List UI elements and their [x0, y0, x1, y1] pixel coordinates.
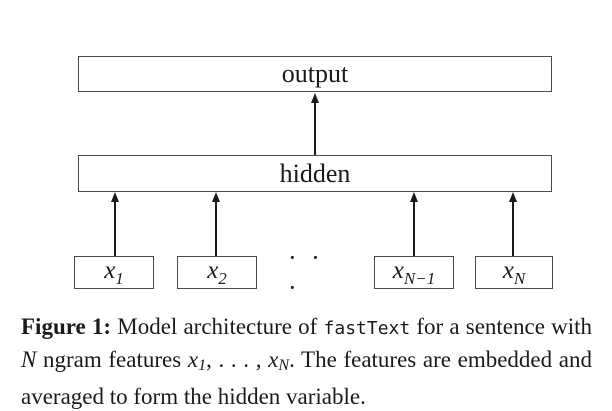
arrow-shaft: [314, 100, 316, 155]
output-layer-box: output: [78, 56, 552, 92]
caption-line-3: averaged to form the hidden variable.: [21, 381, 592, 411]
up-arrowhead-icon: [509, 192, 517, 202]
caption-figure-number: Figure 1:: [21, 314, 112, 339]
output-layer-label: output: [281, 59, 349, 88]
input-box-xn: xN: [475, 256, 553, 289]
arrow-xn-1-to-hidden: [409, 192, 419, 256]
caption-text: , . . . ,: [206, 347, 269, 372]
arrow-x2-to-hidden: [211, 192, 221, 256]
caption-text: . The features are embedded and: [289, 347, 593, 372]
arrow-xn-to-hidden: [508, 192, 518, 256]
input-box-x1: x1: [74, 256, 154, 289]
caption-text: ngram features: [36, 347, 188, 372]
caption-text: averaged to form the hidden variable.: [21, 384, 366, 410]
arrow-shaft: [413, 199, 415, 256]
input-var: x: [502, 257, 514, 285]
input-label-xn-1: xN−1: [393, 258, 435, 287]
input-subscript: 2: [218, 268, 227, 288]
caption-math-n: N: [21, 347, 37, 372]
hidden-layer-box: hidden: [78, 155, 552, 192]
input-label-xn: xN: [503, 258, 525, 287]
input-subscript: N−1: [403, 268, 436, 288]
caption-line-1: Figure 1: Model architecture of fastText…: [21, 311, 592, 344]
caption-math-sub: N: [278, 357, 290, 375]
input-box-xn-1: xN−1: [374, 256, 454, 289]
arrow-x1-to-hidden: [110, 192, 120, 256]
hidden-layer-label: hidden: [279, 158, 351, 188]
ellipsis-dots: · · ·: [288, 242, 324, 302]
caption-text: Model architecture of: [111, 314, 324, 339]
input-label-x1: x1: [104, 258, 124, 287]
up-arrowhead-icon: [410, 192, 418, 202]
arrow-shaft: [215, 199, 217, 256]
up-arrowhead-icon: [111, 192, 119, 202]
input-subscript: N: [513, 268, 526, 288]
arrow-hidden-to-output: [310, 93, 320, 155]
input-label-x2: x2: [207, 258, 227, 287]
caption-math-x: x: [187, 347, 199, 372]
caption-math-sub: 1: [198, 357, 207, 375]
up-arrowhead-icon: [212, 192, 220, 202]
input-var: x: [207, 257, 219, 285]
input-var: x: [392, 257, 404, 285]
input-var: x: [104, 257, 116, 285]
up-arrowhead-icon: [311, 93, 319, 103]
caption-math-x: x: [268, 347, 279, 372]
input-box-x2: x2: [177, 256, 257, 289]
input-subscript: 1: [115, 268, 124, 288]
arrow-shaft: [512, 199, 514, 256]
caption-line-2: N ngram features x1, . . . , xN. The fea…: [21, 344, 592, 381]
caption-fasttext-code: fastText: [323, 318, 411, 339]
figure-caption: Figure 1: Model architecture of fastText…: [21, 311, 592, 411]
arrow-shaft: [114, 199, 116, 256]
caption-text: for a sentence with: [410, 314, 592, 339]
